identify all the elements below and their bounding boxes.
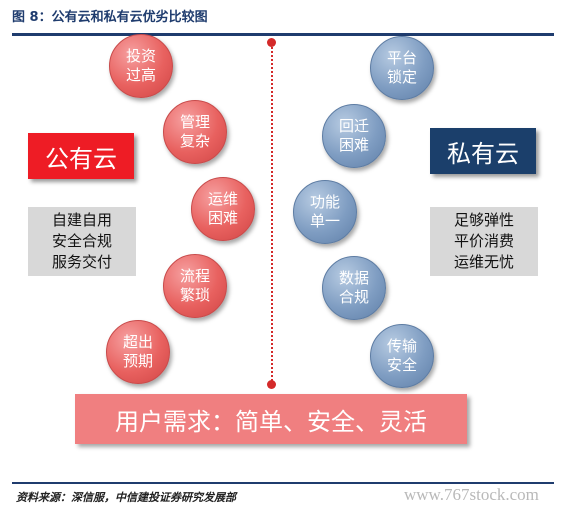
user-demand-banner: 用户需求：简单、安全、灵活 (75, 394, 467, 444)
source-note: 资料来源：深信服，中信建投证券研究发展部 (16, 491, 236, 504)
bottom-rule (12, 482, 554, 484)
public-bubble-4: 流程 繁琐 (163, 254, 227, 318)
public-bubble-5: 超出 预期 (106, 320, 170, 384)
private-bubble-5: 传输 安全 (370, 324, 434, 388)
private-cloud-features: 足够弹性 平价消费 运维无忧 (430, 207, 538, 276)
public-cloud-label: 公有云 (28, 133, 134, 179)
private-bubble-2: 回迁 困难 (322, 104, 386, 168)
public-bubble-3: 运维 困难 (191, 177, 255, 241)
private-bubble-4: 数据 合规 (322, 256, 386, 320)
watermark-text: www.767stock.com (404, 485, 539, 504)
divider-bottom-dot (267, 380, 276, 389)
public-bubble-1: 投资 过高 (109, 34, 173, 98)
center-divider (271, 44, 273, 384)
public-cloud-features: 自建自用 安全合规 服务交付 (28, 207, 136, 276)
divider-top-dot (267, 38, 276, 47)
private-cloud-label: 私有云 (430, 128, 536, 174)
private-bubble-3: 功能 单一 (293, 180, 357, 244)
public-bubble-2: 管理 复杂 (163, 100, 227, 164)
top-rule (12, 33, 554, 36)
figure-title: 图 8：公有云和私有云优劣比较图 (12, 10, 208, 25)
private-bubble-1: 平台 锁定 (370, 36, 434, 100)
